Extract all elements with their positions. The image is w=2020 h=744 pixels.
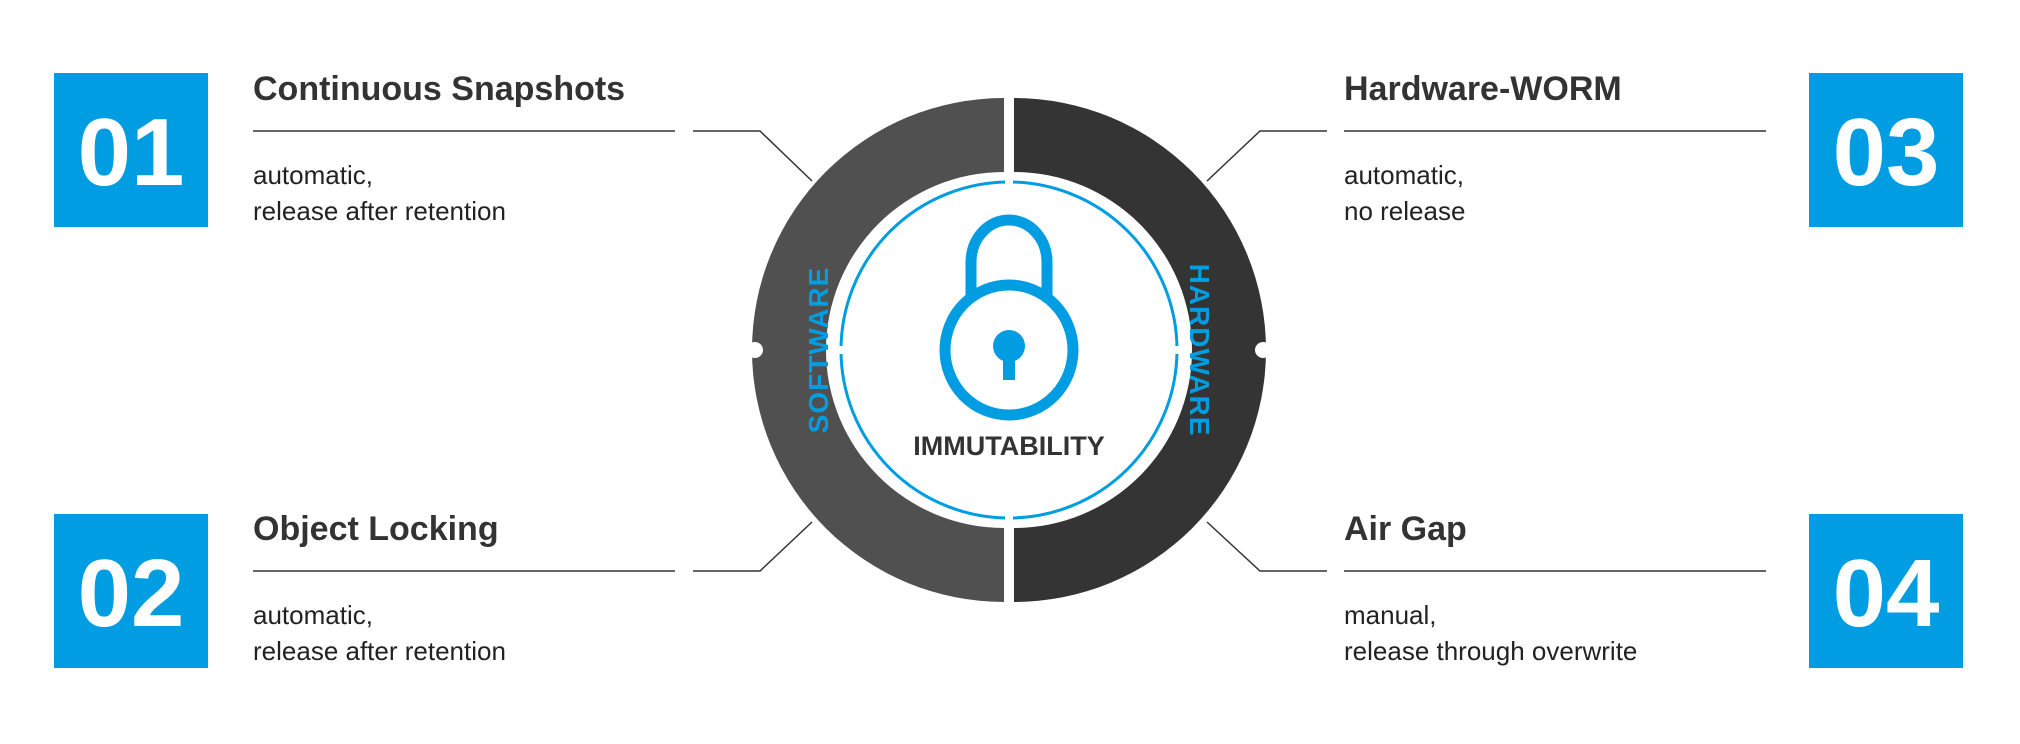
item-desc-line: automatic, [253,160,373,190]
item-title: Object Locking [253,510,499,548]
center-label: IMMUTABILITY [913,431,1104,461]
software-ring-segment [752,98,1004,602]
number-box [54,73,208,227]
padlock-icon [939,214,1079,421]
connector-line [693,130,813,182]
connector-line [1206,521,1327,572]
ring-notch [747,342,763,358]
item-02: 02 Object Locking automatic, release aft… [54,510,813,668]
item-title: Air Gap [1344,510,1467,548]
item-desc-line: no release [1344,196,1465,226]
item-desc-line: release through overwrite [1344,636,1637,666]
connector-line [1206,130,1327,182]
hardware-label: HARDWARE [1184,264,1215,437]
item-number: 03 [1833,99,1940,206]
item-desc-line: automatic, [253,600,373,630]
item-desc-line: release after retention [253,636,506,666]
number-box [54,514,208,668]
item-03: 03 Hardware-WORM automatic, no release [1206,70,1963,227]
ring-notch [1255,342,1271,358]
item-desc-line: manual, [1344,600,1437,630]
item-title: Hardware-WORM [1344,70,1622,108]
connector-line [693,521,813,572]
software-label: SOFTWARE [803,267,834,434]
hardware-ring-segment [1014,98,1266,602]
item-01: 01 Continuous Snapshots automatic, relea… [54,70,813,227]
item-number: 02 [78,540,185,647]
item-number: 01 [78,99,185,206]
immutability-ring: SOFTWARE HARDWARE [747,98,1271,602]
item-desc-line: release after retention [253,196,506,226]
item-04: 04 Air Gap manual, release through overw… [1206,510,1963,668]
item-number: 04 [1833,540,1940,647]
number-box [1809,73,1963,227]
number-box [1809,514,1963,668]
item-desc-line: automatic, [1344,160,1464,190]
item-title: Continuous Snapshots [253,70,625,108]
